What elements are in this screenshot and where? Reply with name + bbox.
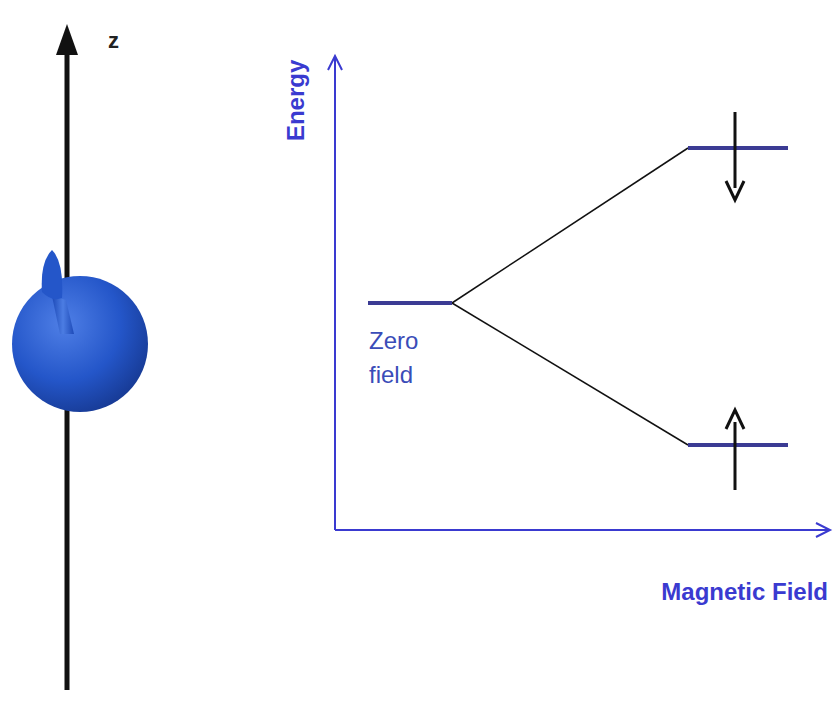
splitting-lines: [452, 148, 688, 445]
energy-levels: [368, 148, 788, 445]
spin-particle: [12, 250, 148, 412]
axis-label: z: [108, 28, 119, 54]
axis-title: Magnetic Field: [661, 578, 828, 607]
energy-axes: [328, 56, 830, 537]
spin-arrows: [726, 112, 744, 490]
level-label: Zero field: [369, 324, 439, 391]
axis-title: Energy: [283, 59, 312, 140]
